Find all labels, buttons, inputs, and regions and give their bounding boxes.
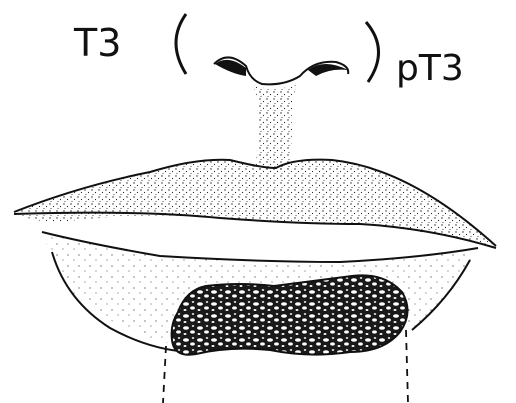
upper-lip (14, 160, 496, 246)
pathologic-stage-label: pT3 (396, 48, 464, 89)
right-margin-line (406, 330, 408, 403)
tumor-lesion (172, 275, 408, 354)
clinical-stage-label: T3 (73, 21, 121, 65)
philtrum (252, 84, 298, 172)
left-bracket (176, 14, 186, 74)
right-bracket (366, 22, 379, 82)
left-margin-line (163, 346, 166, 403)
nose (214, 57, 348, 84)
